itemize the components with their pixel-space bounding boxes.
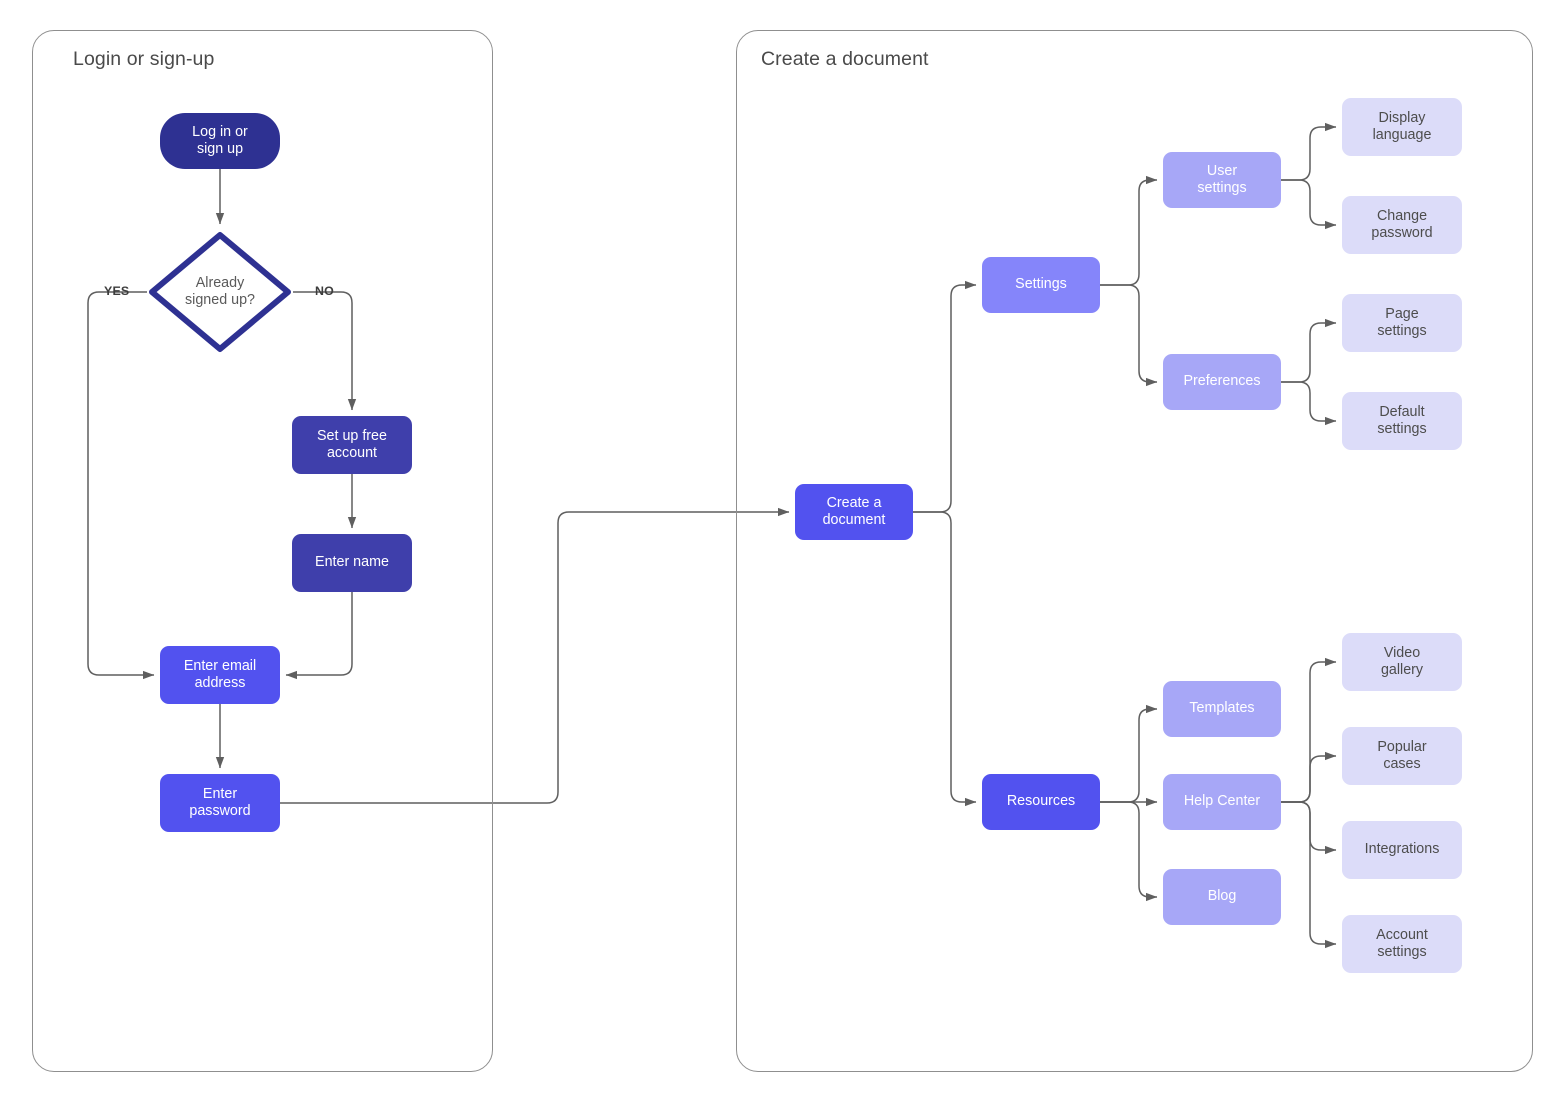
edge-label-yes: YES: [104, 284, 130, 298]
panel-login: [32, 30, 493, 1072]
node-resources[interactable]: Resources: [982, 774, 1100, 830]
node-help-center[interactable]: Help Center: [1163, 774, 1281, 830]
diamond-shape: [149, 232, 291, 352]
node-templates[interactable]: Templates: [1163, 681, 1281, 737]
panel-login-title: Login or sign-up: [73, 48, 215, 70]
panel-create: [736, 30, 1533, 1072]
node-integrations[interactable]: Integrations: [1342, 821, 1462, 879]
node-enter-name[interactable]: Enter name: [292, 534, 412, 592]
edge-label-no: NO: [315, 284, 334, 298]
node-settings[interactable]: Settings: [982, 257, 1100, 313]
panel-create-title: Create a document: [761, 48, 929, 70]
node-blog[interactable]: Blog: [1163, 869, 1281, 925]
node-preferences[interactable]: Preferences: [1163, 354, 1281, 410]
